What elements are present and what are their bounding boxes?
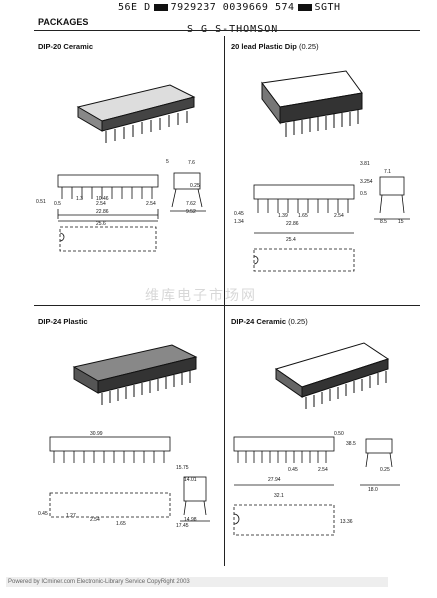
dim-label: 10.46 [96,196,109,202]
column-divider [224,36,225,566]
section-dip24-plastic-label: DIP-24 Plastic [38,317,88,326]
section-dip20-ceramic-label: DIP-20 Ceramic [38,42,94,51]
dim-label: 0.5 [54,201,61,207]
dim-label: 2.54 [96,201,106,207]
dip20-plastic-3d-view [261,70,363,137]
dim-label: 13.36 [340,519,353,525]
dip24-plastic-top-view [49,492,171,518]
header-code-right: SGTH [314,2,341,13]
dip24-plastic-3d-view [72,344,198,405]
dim-label: 1.39 [278,213,288,219]
dim-label: 22.86 [96,209,109,215]
dim-label: 0.51 [36,199,46,205]
dim-label: 15.75 [176,465,189,471]
dim-label: 18.0 [368,487,378,493]
dip24-ceramic-name: DIP-24 Ceramic [231,317,287,326]
dim-label: 2.54 [90,517,100,523]
dim-label: 3.81 [360,161,370,167]
watermark: 维库电子市场网 [145,287,257,303]
dim-label: 0.45 [288,467,298,473]
row-divider [34,305,420,306]
section-dip24-ceramic-label: DIP-24 Ceramic (0.25) [231,317,308,326]
dim-label: 1.65 [116,521,126,527]
dim-label: 30.99 [90,431,103,437]
dip20-ceramic-drawing: 7.6 0.25 5 2.54 0.51 7.62 9.52 0.5 1.3 2… [36,84,206,252]
dim-label: 0.5 [360,191,367,197]
dim-label: 38.5 [346,441,356,447]
dim-label: 0.50 [334,431,344,437]
dim-label: 15 [398,219,404,225]
dip24-ceramic-end-view [360,438,400,486]
dim-label: 3.254 [360,179,373,185]
footer-copyright: Powered by ICminer.com Electronic-Librar… [6,577,388,587]
dip24-ceramic-drawing: 0.50 38.5 0.45 2.54 27.94 0.25 18.0 32.1… [233,342,400,536]
header-code-left: 56E D [118,2,151,13]
company-name: S G S-THOMSON [187,24,278,35]
dip24-ceramic-side-view [233,436,335,486]
dim-label: 17.45 [176,523,189,529]
page-title: PACKAGES [38,17,89,27]
dim-label: 0.45 [38,511,48,517]
dim-label: 5 [166,159,169,165]
dip24-plastic-drawing: 30.99 0.45 1.27 2.54 1.65 15.75 14.01 14… [38,344,210,529]
dim-label: 14.98 [184,517,197,523]
dim-label: 22.86 [286,221,299,227]
dip24-plastic-side-view [49,436,171,463]
dim-label: 25.4 [286,237,296,243]
dim-label: 1.34 [234,219,244,225]
dim-label: 25.6 [96,221,106,227]
title-divider [34,30,420,31]
dip20-plastic-top-view [253,248,355,272]
dip24-ceramic-top-view [233,504,335,536]
dim-label: 7.62 [186,201,196,207]
black-bar-1 [153,3,168,11]
black-bar-2 [297,3,312,11]
dim-label: 14.01 [184,477,197,483]
dim-label: 9.52 [186,209,196,215]
dim-label: 2.54 [146,201,156,207]
dim-label: 2.54 [318,467,328,473]
dip24-plastic-end-view [180,476,210,522]
dim-label: 2.54 [334,213,344,219]
dip24-ceramic-3d-view [274,342,390,409]
dim-label: 1.65 [298,213,308,219]
dip20-plastic-name: 20 lead Plastic Dip [231,42,297,51]
header-code: 56E D 7929237 0039669 574 SGTH [118,2,341,13]
dip20-plastic-suffix: (0.25) [298,42,319,51]
dim-label: 27.94 [268,477,281,483]
dip20-ceramic-top-view [59,226,157,252]
dip20-plastic-end-view [374,176,410,220]
dim-label: 32.1 [274,493,284,499]
dim-label: 8.5 [380,219,387,225]
section-dip20-plastic-label: 20 lead Plastic Dip (0.25) [231,42,319,51]
dip20-ceramic-side-view [57,174,159,222]
dim-label: 1.27 [66,513,76,519]
dip20-ceramic-3d-view [76,84,196,143]
dip20-plastic-side-view [253,184,355,234]
dip20-ceramic-end-view [170,172,206,212]
dim-label: 0.45 [234,211,244,217]
dim-label: 0.25 [380,467,390,473]
dim-label: 0.25 [190,183,200,189]
header-code-mid: 7929237 0039669 574 [170,2,295,13]
dim-label: 7.6 [188,160,195,166]
dip24-ceramic-suffix: (0.25) [288,317,308,326]
dip20-plastic-drawing: 3.81 7.1 3.254 0.5 0.45 1.34 1.39 1.65 2… [234,70,410,272]
dim-label: 7.1 [384,169,391,175]
dim-label: 1.3 [76,196,83,202]
